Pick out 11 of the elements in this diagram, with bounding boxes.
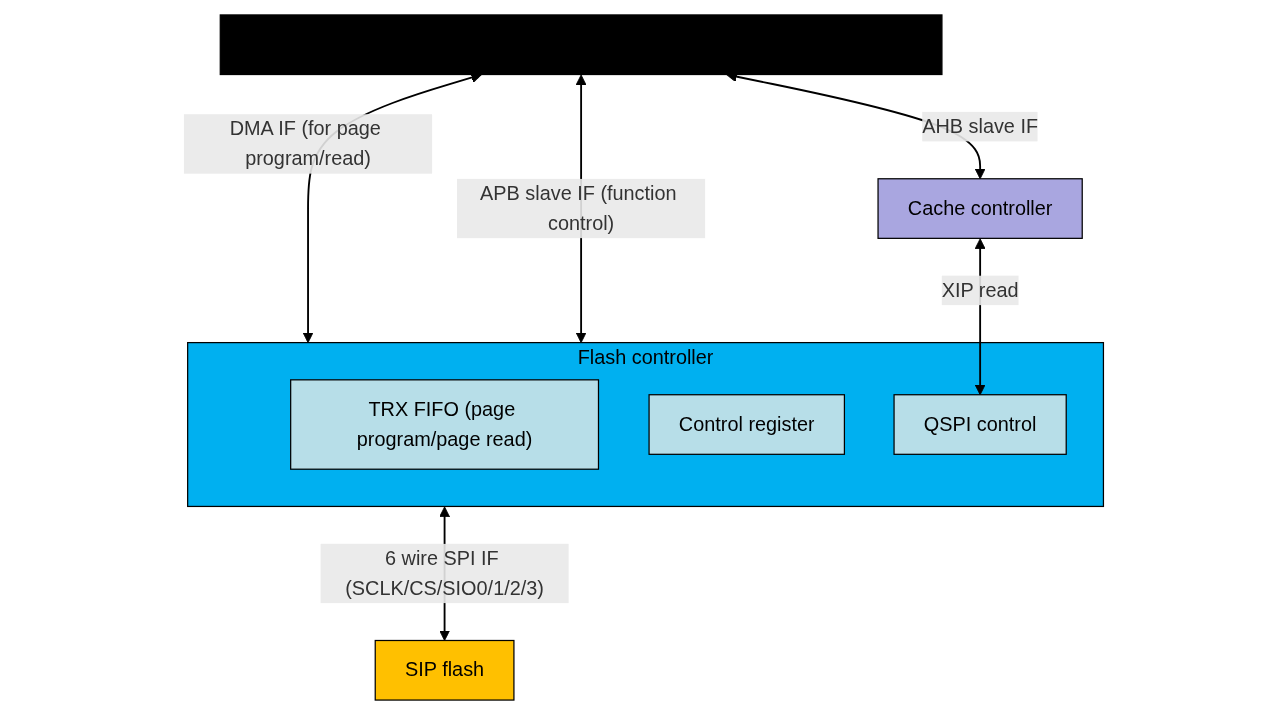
node-box: SIP flash [374,639,515,701]
edge-label: APB slave IF (function control) [480,182,677,234]
node-box: TRX FIFO (page program/page read) [290,379,600,470]
node-box: Control register [648,394,846,455]
edge-label: AHB slave IF [922,115,1039,137]
edge-label: 6 wire SPI IF (SCLK/CS/SIO0/1/2/3) [345,547,545,599]
node-bar [219,14,943,76]
node-box: QSPI control [893,394,1068,455]
node-box: Cache controller [877,178,1084,239]
edge-label: DMA IF (for page program/read) [229,117,382,169]
edge-label: XIP read [941,279,1019,301]
